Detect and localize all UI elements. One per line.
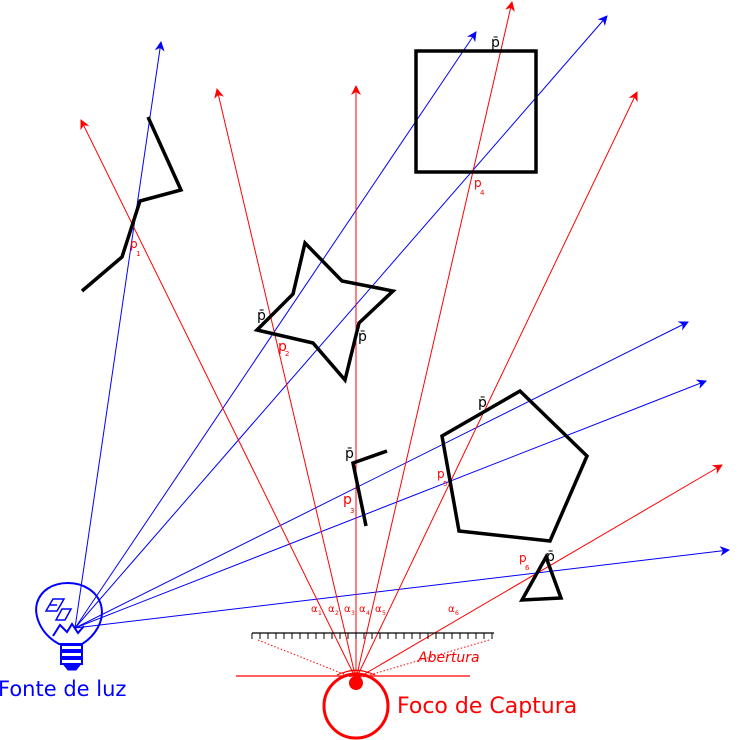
svg-text:p: p [519,551,527,565]
label-p4: p4 [474,176,485,197]
label-p2: p2 [278,339,289,358]
label-p1: p1 [130,237,140,258]
svg-text:α: α [344,604,351,615]
pentagon-object [440,388,590,543]
svg-text:4: 4 [480,189,485,197]
svg-text:3: 3 [351,610,355,617]
light-ray [74,31,477,629]
svg-text:2: 2 [285,350,289,358]
triangle-object [518,552,564,602]
star-object [253,239,397,384]
svg-text:α: α [375,604,382,615]
aperture-label: Abertura [417,650,480,666]
svg-text:2: 2 [335,610,339,617]
svg-text:α: α [448,604,455,615]
zigzag-object [80,116,184,293]
label-pbar-pentagon: p̄ [478,395,487,411]
scene-objects [80,49,590,602]
label-p5: p5 [437,467,447,488]
svg-text:p: p [437,467,445,481]
capture-ray [214,88,357,680]
label-pbar-triangle: p̄ [546,549,555,565]
svg-text:5: 5 [443,480,447,488]
svg-text:p: p [278,339,287,355]
light-ray [74,546,730,629]
light-ray [74,15,608,629]
light-source-label: Fonte de luz [0,677,126,701]
capture-ray [355,91,638,680]
label-p6: p6 [519,551,530,572]
svg-text:p: p [474,176,482,190]
light-bulb-icon [35,581,103,671]
light-ray [74,321,689,629]
svg-text:6: 6 [455,610,459,617]
svg-text:α: α [311,604,318,615]
svg-text:1: 1 [318,610,322,617]
aperture-arcs [336,669,376,676]
label-pbar-square: p̄ [491,35,500,51]
aperture-ruler [251,632,494,639]
capture-ray [80,119,357,680]
bracket-object [350,449,388,527]
capture-rays [80,1,723,680]
square-object [414,49,538,174]
svg-text:p: p [130,237,138,251]
light-ray [74,379,707,629]
camera-focus-icon [322,672,390,740]
svg-text:α: α [328,604,335,615]
label-pbar-star-left: p̄ [257,308,266,324]
svg-text:3: 3 [350,507,354,515]
svg-text:6: 6 [525,564,530,572]
svg-text:α: α [359,604,366,615]
label-pbar-star-right: p̄ [358,329,367,345]
capture-ray [355,1,515,680]
label-pbar-bracket: p̄ [345,446,354,462]
svg-text:5: 5 [382,610,386,617]
svg-text:4: 4 [366,610,370,617]
light-ray [74,41,165,629]
light-rays [74,15,730,629]
svg-text:p: p [343,492,352,508]
svg-text:1: 1 [136,250,140,258]
label-p3: p3 [343,492,354,515]
aperture-dotted-lines [257,639,490,680]
capture-focus-label: Foco de Captura [397,694,577,719]
